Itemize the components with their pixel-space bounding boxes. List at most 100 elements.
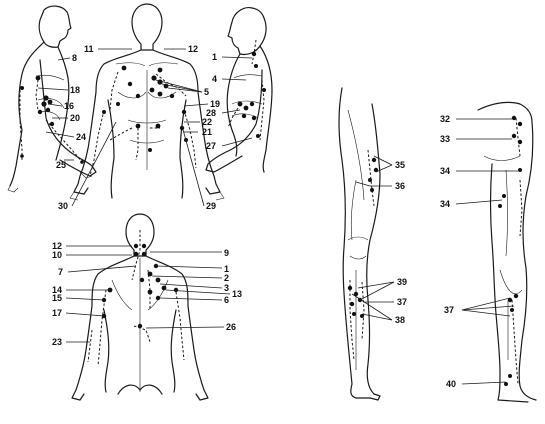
left-figure-point bbox=[37, 109, 43, 115]
left-figure-head bbox=[38, 5, 72, 48]
back-leg-point bbox=[511, 115, 517, 121]
leader-5b bbox=[161, 83, 203, 93]
label-23: 23 bbox=[52, 337, 62, 347]
front-figure-head bbox=[131, 3, 163, 51]
back-leg-inner bbox=[489, 163, 529, 403]
front-figure-point bbox=[102, 110, 106, 114]
label-38: 38 bbox=[395, 315, 405, 325]
leader-37c bbox=[461, 309, 511, 317]
label-9: 9 bbox=[224, 248, 229, 258]
back-figure-point bbox=[133, 243, 139, 249]
point-labels: 8 18 16 20 24 25 11 12 5 19 22 21 30 29 … bbox=[52, 44, 456, 389]
front-figure-point bbox=[155, 123, 161, 129]
label-13: 13 bbox=[232, 289, 242, 299]
front-figure-point bbox=[116, 102, 120, 106]
label-16: 16 bbox=[64, 101, 74, 111]
front-figure-pain-path-a bbox=[109, 71, 119, 111]
leader-5a bbox=[155, 79, 203, 93]
label-37: 37 bbox=[397, 297, 407, 307]
front-figure-point bbox=[121, 65, 127, 71]
back-figure-right-side bbox=[145, 255, 209, 401]
front-leg-pain-path-c bbox=[361, 281, 365, 341]
back-figure-point bbox=[173, 287, 179, 293]
back-leg-point bbox=[517, 121, 523, 127]
front-figure-right-torso bbox=[179, 99, 187, 199]
label-5: 5 bbox=[204, 87, 209, 97]
left-figure-point bbox=[20, 86, 24, 90]
back-leg-point bbox=[517, 139, 523, 145]
leader-19 bbox=[183, 103, 209, 107]
label-8: 8 bbox=[72, 53, 77, 63]
label-34-lower: 34 bbox=[440, 199, 450, 209]
back-figure-head bbox=[125, 213, 155, 257]
right-figure-head bbox=[227, 7, 267, 56]
label-29: 29 bbox=[206, 201, 216, 211]
back-figure-pain-path-d bbox=[175, 291, 185, 361]
label-33: 33 bbox=[440, 134, 450, 144]
back-figure-point bbox=[147, 289, 153, 295]
label-39: 39 bbox=[397, 277, 407, 287]
front-figure-point bbox=[181, 109, 187, 115]
label-3: 3 bbox=[224, 283, 229, 293]
right-side-torso-figure bbox=[205, 7, 273, 173]
left-figure-point bbox=[80, 160, 84, 164]
right-figure-back bbox=[259, 45, 273, 173]
front-leg-pain-path-b bbox=[349, 280, 355, 361]
front-figure-pain-path-d bbox=[109, 127, 160, 141]
back-leg-point bbox=[502, 194, 506, 198]
back-leg-calf bbox=[499, 269, 523, 360]
leader-18 bbox=[37, 87, 69, 91]
label-19: 19 bbox=[210, 99, 220, 109]
front-leg-point bbox=[353, 291, 359, 297]
right-figure-arm bbox=[205, 69, 263, 173]
leader-30 bbox=[71, 121, 117, 207]
front-leg-knee bbox=[347, 236, 369, 260]
label-14: 14 bbox=[52, 285, 62, 295]
label-12: 12 bbox=[188, 44, 198, 54]
label-24: 24 bbox=[76, 132, 86, 142]
label-32: 32 bbox=[440, 114, 450, 124]
front-figure-point bbox=[149, 87, 155, 93]
back-leg-pain-path-b bbox=[519, 179, 523, 237]
back-leg-point bbox=[504, 382, 508, 386]
leader-4 bbox=[221, 78, 247, 81]
leader-13 bbox=[165, 289, 231, 295]
back-leg-point bbox=[511, 133, 517, 139]
front-leg-point bbox=[360, 314, 364, 318]
left-figure-pain-path-c bbox=[45, 119, 83, 163]
left-figure-point bbox=[49, 121, 55, 127]
leader-37b bbox=[461, 305, 515, 311]
leader-39a bbox=[359, 281, 395, 301]
back-figure-right-torso bbox=[170, 309, 177, 393]
label-34: 34 bbox=[440, 166, 450, 176]
left-figure-ribs bbox=[37, 98, 65, 121]
back-figure-pain-path-a bbox=[131, 230, 141, 281]
front-leg-pain-path-a bbox=[367, 149, 375, 207]
right-figure-point bbox=[243, 105, 249, 111]
back-figure-point bbox=[141, 251, 147, 257]
left-figure-point bbox=[20, 154, 24, 158]
front-figure-point bbox=[157, 67, 163, 73]
front-leg-figure bbox=[338, 87, 395, 401]
leader-5c bbox=[167, 87, 203, 93]
left-figure-back bbox=[9, 41, 45, 187]
back-figure-point bbox=[155, 295, 161, 301]
front-leg-point bbox=[370, 188, 374, 192]
leader-35b bbox=[375, 164, 393, 173]
leader-1 bbox=[221, 56, 253, 59]
front-leg-point bbox=[371, 157, 377, 163]
label-6: 6 bbox=[224, 295, 229, 305]
front-figure-chest bbox=[117, 91, 177, 99]
label-25: 25 bbox=[56, 160, 66, 170]
front-leg-thigh-muscles bbox=[347, 109, 365, 241]
label-10: 10 bbox=[52, 250, 62, 260]
back-figure-left-torso bbox=[103, 309, 110, 393]
leader-3 bbox=[159, 283, 223, 289]
label-26: 26 bbox=[226, 322, 236, 332]
back-figure-pain-path-e bbox=[133, 325, 151, 343]
leader-36a bbox=[355, 181, 371, 187]
leader-17 bbox=[65, 312, 105, 317]
label-17: 17 bbox=[52, 308, 62, 318]
front-figure-point bbox=[148, 148, 152, 152]
